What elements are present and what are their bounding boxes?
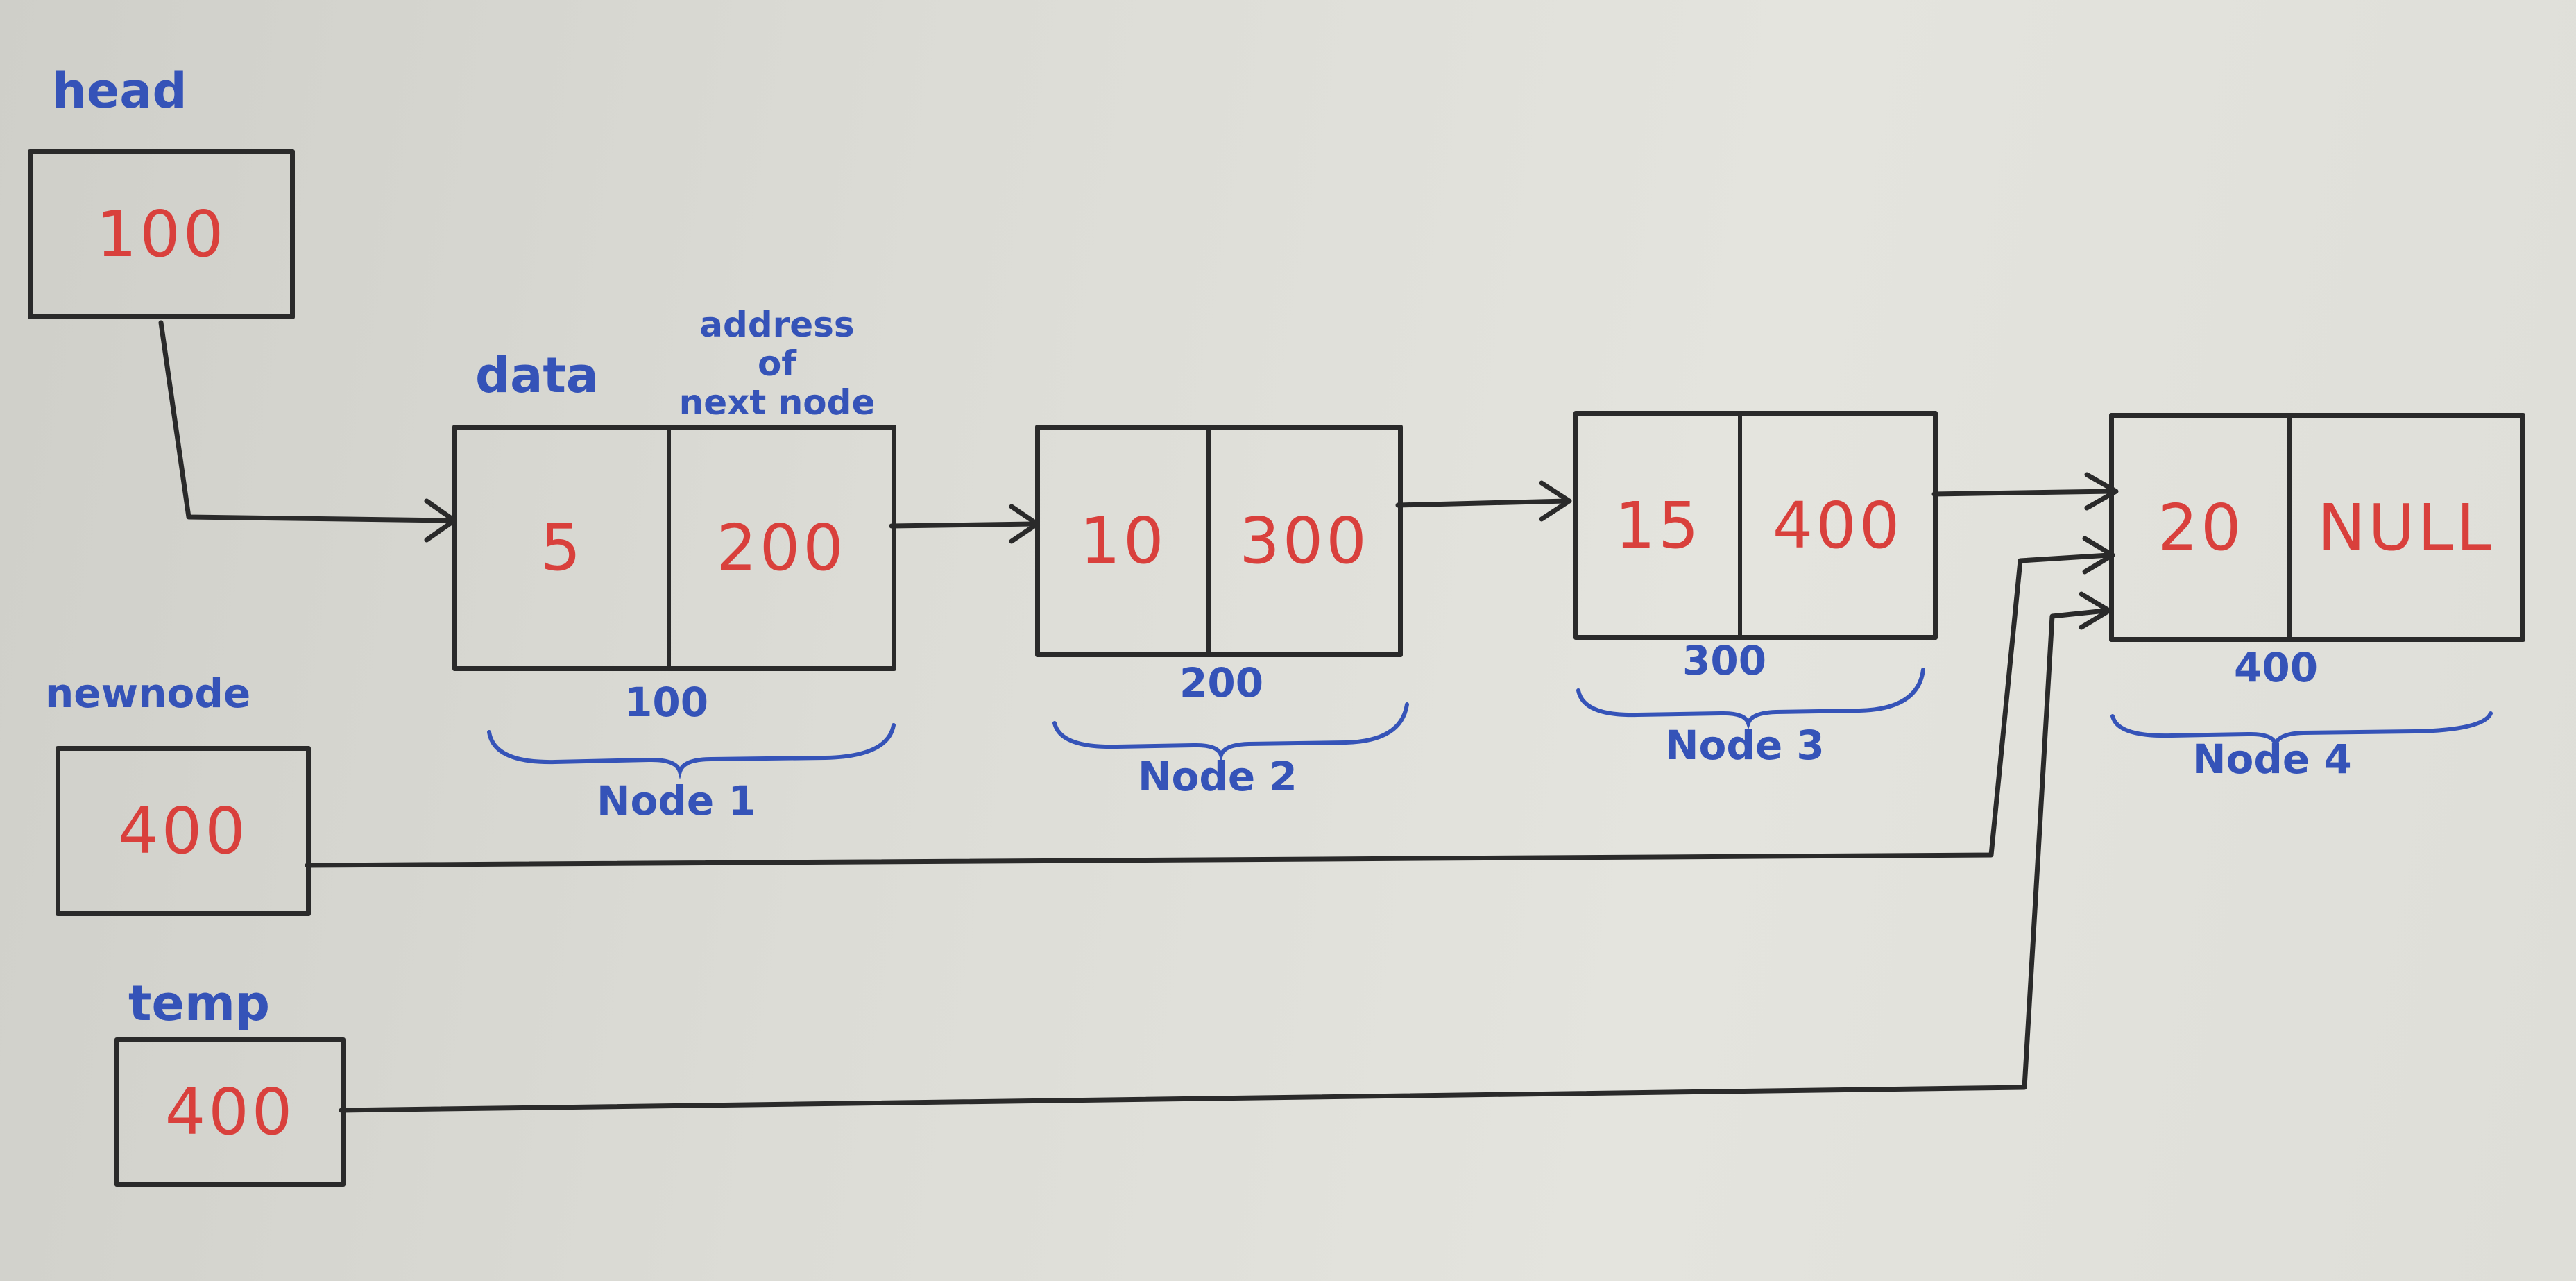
node-2-address: 200 bbox=[1179, 659, 1264, 706]
arrow-node3-to-node4 bbox=[1931, 489, 2115, 497]
arrow-temp-to-node4 bbox=[339, 608, 2108, 1113]
arrow-node2-to-node3 bbox=[1395, 498, 1569, 508]
node-1: 5 200 bbox=[452, 425, 896, 671]
node-4: 20 NULL bbox=[2109, 413, 2525, 642]
node-4-address: 400 bbox=[2234, 644, 2319, 691]
node-1-name: Node 1 bbox=[597, 777, 756, 824]
temp-label: temp bbox=[128, 975, 270, 1032]
arrow-node2-to-node3-tip bbox=[1539, 480, 1572, 522]
data-field-label: data bbox=[475, 347, 599, 404]
node-4-divider bbox=[2287, 418, 2292, 637]
temp-pointer-box: 400 bbox=[114, 1037, 346, 1187]
node-3-divider bbox=[1738, 416, 1742, 635]
next-field-label: address of next node bbox=[666, 305, 888, 422]
head-pointer-box: 100 bbox=[28, 149, 295, 319]
arrow-newnode-to-node4 bbox=[305, 552, 2112, 868]
node-2-divider bbox=[1206, 430, 1211, 652]
head-label: head bbox=[52, 62, 187, 119]
temp-value: 400 bbox=[164, 1075, 296, 1149]
node-2-name: Node 2 bbox=[1138, 753, 1297, 800]
next-field-label-line2: of bbox=[757, 343, 797, 384]
node-2: 10 300 bbox=[1035, 425, 1403, 657]
node-3-address: 300 bbox=[1682, 637, 1767, 684]
next-field-label-line3: next node bbox=[679, 382, 876, 423]
node-3-name: Node 3 bbox=[1665, 722, 1825, 769]
head-value: 100 bbox=[96, 197, 227, 271]
newnode-pointer-box: 400 bbox=[56, 746, 311, 916]
node-3-data: 15 bbox=[1614, 488, 1702, 563]
newnode-label: newnode bbox=[45, 670, 251, 717]
arrow-node1-to-node2 bbox=[889, 521, 1037, 529]
node-4-next: NULL bbox=[2317, 490, 2495, 565]
node-1-address: 100 bbox=[624, 679, 709, 726]
node-4-name: Node 4 bbox=[2192, 736, 2352, 783]
next-field-label-line1: address bbox=[699, 305, 855, 345]
brace-node4 bbox=[2110, 711, 2493, 751]
arrow-head-to-node1 bbox=[158, 320, 454, 523]
node-4-data: 20 bbox=[2157, 490, 2244, 565]
node-1-next: 200 bbox=[716, 511, 846, 585]
node-3-next: 400 bbox=[1772, 488, 1903, 563]
arrow-node3-to-node4-tip bbox=[2084, 472, 2119, 511]
newnode-value: 400 bbox=[118, 794, 248, 868]
brace-node2 bbox=[1052, 702, 1409, 762]
node-2-data: 10 bbox=[1080, 504, 1167, 578]
brace-node1 bbox=[487, 723, 896, 780]
node-1-data: 5 bbox=[540, 511, 584, 585]
node-2-next: 300 bbox=[1239, 504, 1370, 578]
brace-node3 bbox=[1576, 668, 1925, 730]
node-1-divider bbox=[667, 430, 671, 666]
node-3: 15 400 bbox=[1573, 411, 1938, 640]
